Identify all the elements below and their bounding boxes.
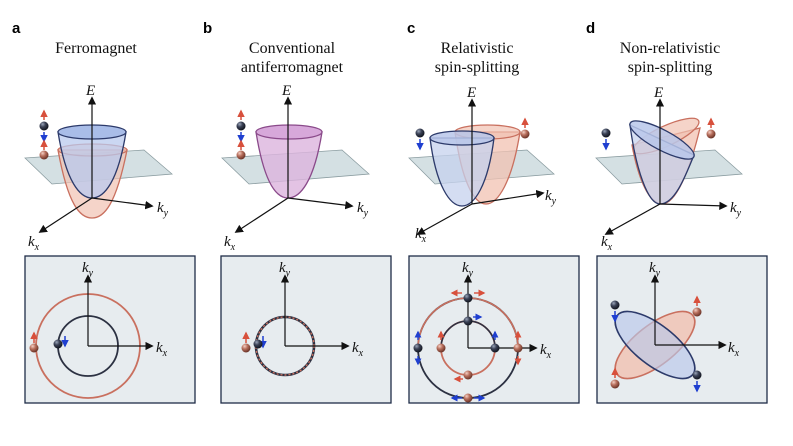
electron-red	[520, 129, 530, 139]
kx-label: kx	[224, 234, 236, 253]
ky-axis	[91, 197, 154, 210]
fermi-contour-a: ky kx	[24, 255, 196, 404]
ky-label: ky	[649, 260, 661, 279]
panel-title-d-line1: Non-relativistic	[620, 40, 720, 57]
contour-box	[408, 255, 580, 404]
panel-a: a Ferromagnet E ky kx	[12, 20, 196, 404]
electron-dark	[413, 343, 423, 353]
panel-title-a-line1: Ferromagnet	[55, 40, 137, 57]
fermi-contour-c: ky kx	[408, 255, 580, 404]
kx-axis	[234, 197, 289, 233]
kx-label: kx	[28, 234, 40, 253]
energy-label: E	[281, 83, 291, 99]
panel-b: b Conventional antiferromagnet E ky kx	[203, 20, 392, 404]
electron-dark	[692, 370, 702, 380]
kx-axis	[604, 203, 661, 235]
spin-down-band	[429, 137, 495, 207]
ky-label: ky	[730, 200, 742, 219]
electron-dark	[610, 300, 620, 310]
band-diagram-3d-d: E ky kx	[595, 85, 743, 253]
ky-label: ky	[462, 260, 474, 279]
kx-label: kx	[601, 234, 613, 253]
degenerate-band	[255, 131, 323, 199]
electron-dark	[39, 121, 49, 131]
kx-label: kx	[540, 342, 552, 361]
electron-dark	[53, 339, 63, 349]
ky-axis	[471, 189, 545, 205]
panel-d: d Non-relativistic spin-splitting E ky k…	[586, 20, 768, 404]
electron-red	[39, 150, 49, 160]
electron-red	[463, 370, 473, 380]
ky-axis	[287, 197, 354, 210]
panel-c: c Relativistic spin-splitting E ky kx	[407, 20, 580, 404]
ky-label: ky	[157, 200, 169, 219]
energy-label: E	[85, 83, 95, 99]
electron-red	[692, 307, 702, 317]
kx-label: kx	[415, 226, 427, 245]
panel-letter-b: b	[203, 20, 212, 37]
electron-red	[610, 379, 620, 389]
panel-title-b-line2: antiferromagnet	[241, 59, 344, 76]
electron-dark	[415, 128, 425, 138]
electron-dark	[253, 339, 263, 349]
kx-label: kx	[156, 340, 168, 359]
ky-axis	[659, 201, 728, 210]
electron-red	[236, 150, 246, 160]
kx-axis	[38, 197, 93, 233]
kx-label: kx	[352, 340, 364, 359]
ky-label: ky	[545, 188, 557, 207]
panel-title-c-line1: Relativistic	[441, 40, 514, 57]
contour-box	[220, 255, 392, 404]
electron-red	[241, 343, 251, 353]
electron-red	[436, 343, 446, 353]
panel-letter-c: c	[407, 20, 415, 37]
contour-box	[24, 255, 196, 404]
fermi-contour-d: ky kx	[596, 255, 768, 404]
electron-dark	[463, 293, 473, 303]
panel-title-c-line2: spin-splitting	[435, 59, 519, 76]
kx-label: kx	[728, 340, 740, 359]
panel-title-d-line2: spin-splitting	[628, 59, 712, 76]
electron-red	[29, 343, 39, 353]
panel-letter-a: a	[12, 20, 21, 37]
electron-dark	[601, 128, 611, 138]
band-diagram-3d-b: E ky kx	[221, 83, 370, 253]
energy-label: E	[653, 85, 663, 101]
panel-title-b-line1: Conventional	[249, 40, 336, 57]
panel-letter-d: d	[586, 20, 595, 37]
electron-dark	[490, 343, 500, 353]
ky-label: ky	[82, 260, 94, 279]
electron-red	[706, 129, 716, 139]
kx-axis	[416, 203, 473, 235]
energy-label: E	[466, 85, 476, 101]
fermi-contour-b: ky kx	[220, 255, 392, 404]
electron-red	[463, 393, 473, 403]
electron-dark	[236, 121, 246, 131]
ky-label: ky	[279, 260, 291, 279]
ky-label: ky	[357, 200, 369, 219]
band-diagram-3d-a: E ky kx	[24, 83, 173, 253]
band-diagram-3d-c: E ky kx	[408, 85, 557, 245]
electron-red	[513, 343, 523, 353]
electron-dark	[463, 316, 473, 326]
